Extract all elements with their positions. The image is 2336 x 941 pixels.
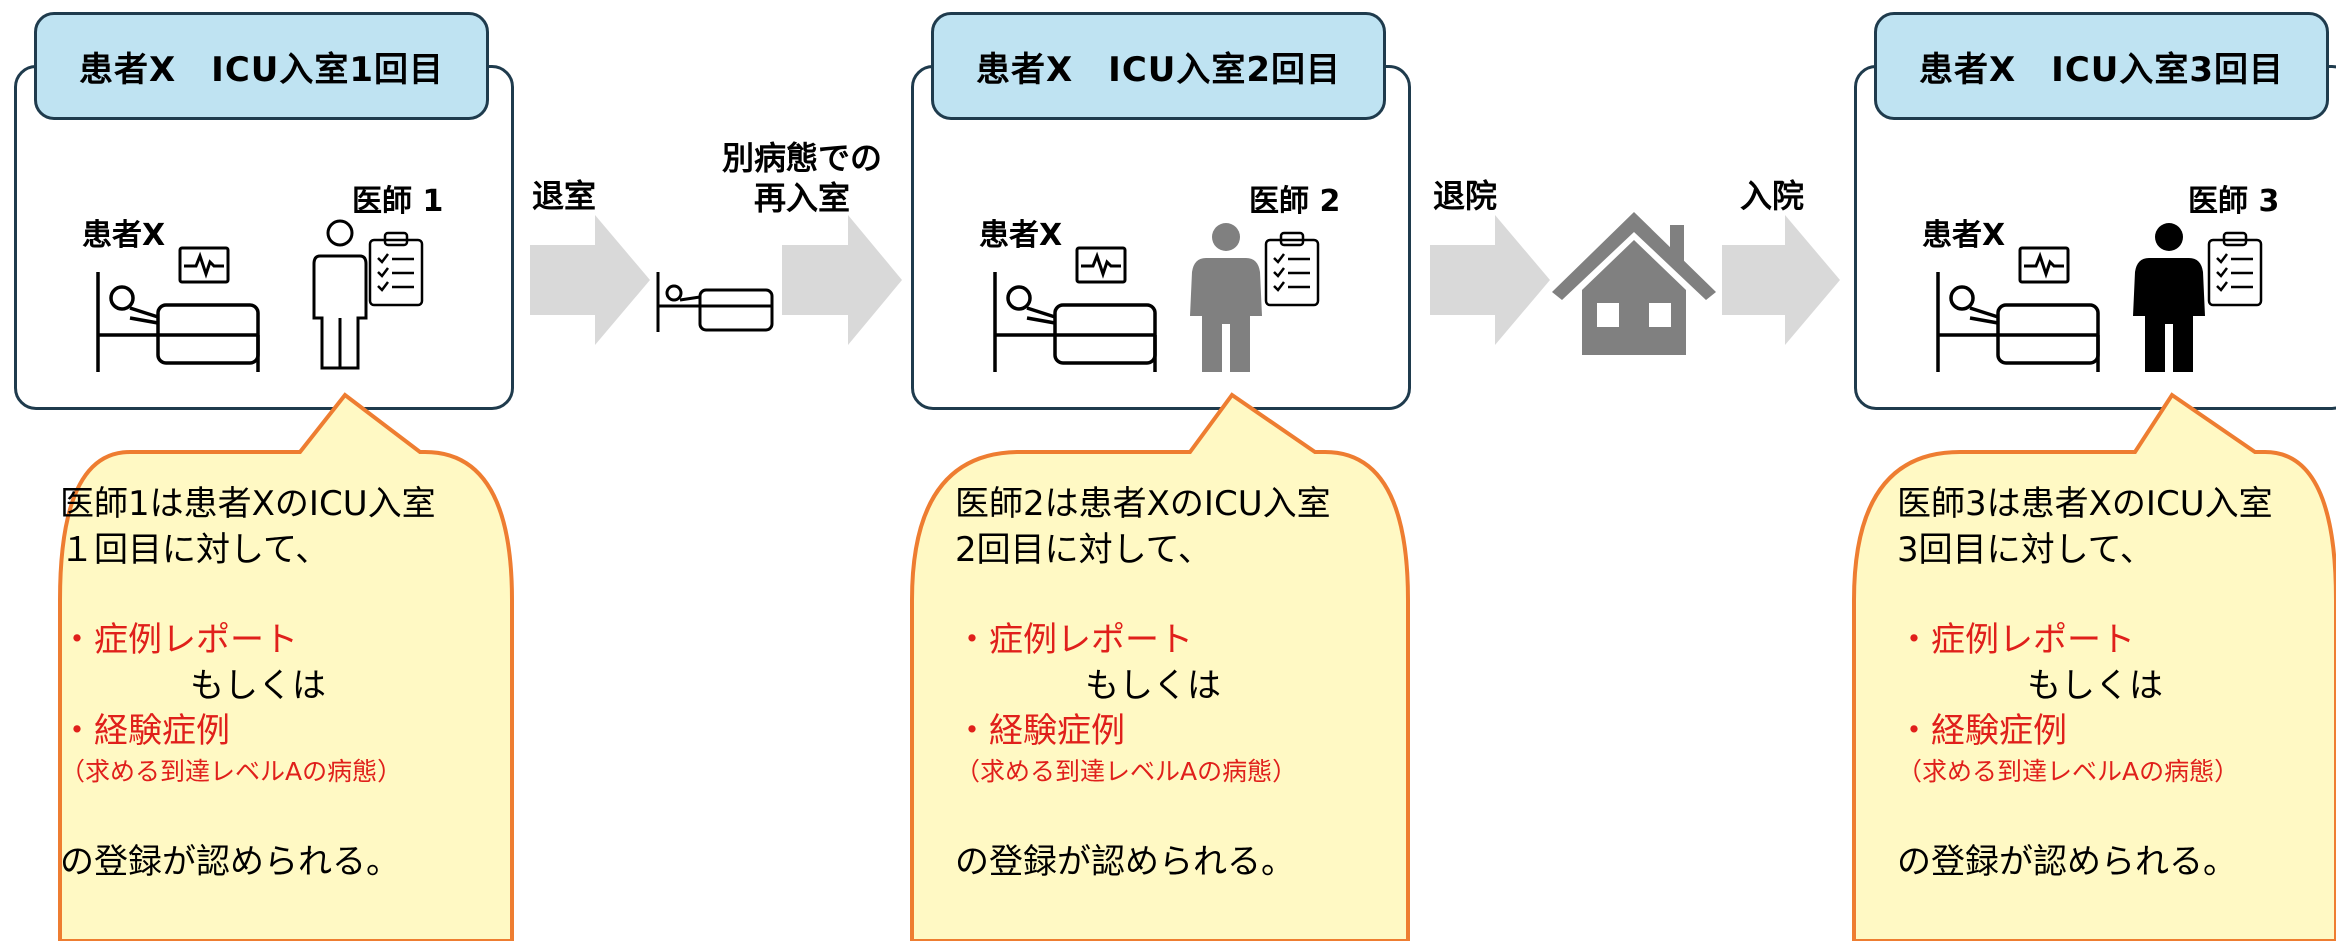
doctor-2-icon [1190, 223, 1262, 372]
arrow-readmission [782, 215, 902, 345]
callout-2-item-experienced-case: ・経験症例 [955, 711, 1125, 752]
callout-2-closing: の登録が認められる。 [955, 841, 1295, 882]
callout-3-note: （求める到達レベルAの病態） [1897, 756, 2240, 786]
doctor-1-icon [312, 219, 368, 370]
house-icon [1552, 212, 1716, 355]
callout-1-item-experienced-case: ・経験症例 [60, 711, 230, 752]
readmission-line-2: 再入室 [754, 179, 851, 217]
doctor-3-label: 医師 3 [2188, 184, 2280, 219]
icu-admission-1-title: 患者X ICU入室1回目 [34, 12, 489, 120]
clipboard-1-icon [368, 231, 424, 307]
patient-3-label: 患者X [1922, 218, 2006, 253]
callout-2-line2: 2回目に対して、 [955, 529, 1212, 570]
icu-admission-3-title: 患者X ICU入室3回目 [1874, 12, 2329, 120]
admit-hospital-label: 入院 [1740, 177, 1805, 215]
callout-2-spacer [955, 573, 1331, 618]
patient-2-label: 患者X [979, 218, 1063, 253]
doctor-1-label: 医師 1 [352, 184, 444, 219]
arrow-admit-hospital [1722, 215, 1840, 345]
callout-3-item-case-report: ・症例レポート [1897, 620, 2135, 661]
icu-admission-2-title: 患者X ICU入室2回目 [931, 12, 1386, 120]
callout-2-bubble [910, 392, 1410, 941]
readmission-line-1: 別病態での [722, 139, 883, 177]
readmission-label: 別病態での 再入室 [722, 138, 882, 218]
heart-monitor-1-icon [178, 246, 230, 284]
clipboard-3-icon [2207, 231, 2263, 307]
callout-3-spacer-2 [1897, 795, 2273, 840]
arrow-discharge-hospital [1430, 215, 1550, 345]
discharge-room-label: 退室 [532, 177, 597, 215]
callout-1-spacer-2 [60, 795, 436, 840]
callout-1-line1: 医師1は患者XのICU入室 [60, 484, 436, 524]
callout-1-text: 医師1は患者XのICU入室 １回目に対して、 ・症例レポート もしくは ・経験症… [60, 482, 436, 885]
callout-2-line1: 医師2は患者XのICU入室 [955, 484, 1331, 524]
callout-3-line1: 医師3は患者XのICU入室 [1897, 484, 2273, 524]
icu-admission-2-panel [911, 65, 1411, 410]
doctor-2-label: 医師 2 [1249, 184, 1341, 219]
callout-1-closing: の登録が認められる。 [60, 841, 400, 882]
callout-2-text: 医師2は患者XのICU入室 2回目に対して、 ・症例レポート もしくは ・経験症… [955, 482, 1331, 885]
heart-monitor-2-icon [1075, 246, 1127, 284]
callout-3-or: もしくは [2027, 665, 2163, 706]
callout-3-bubble [1852, 392, 2336, 941]
doctor-3-icon [2133, 223, 2205, 372]
arrow-discharge-room [530, 215, 650, 345]
callout-3-closing: の登録が認められる。 [1897, 841, 2237, 882]
callout-1-spacer [60, 573, 436, 618]
patient-bed-2-icon [993, 272, 1157, 372]
callout-1-line2: １回目に対して、 [60, 529, 330, 570]
callout-1-bubble [58, 392, 514, 941]
heart-monitor-3-icon [2018, 246, 2070, 284]
patient-bed-3-icon [1936, 272, 2100, 372]
callout-2-note: （求める到達レベルAの病態） [955, 756, 1298, 786]
callout-1-item-case-report: ・症例レポート [60, 620, 298, 661]
callout-1-or: もしくは [190, 665, 326, 706]
callout-1-note: （求める到達レベルAの病態） [60, 756, 403, 786]
clipboard-2-icon [1264, 231, 1320, 307]
discharge-hospital-label: 退院 [1433, 177, 1498, 215]
callout-3-spacer [1897, 573, 2273, 618]
callout-2-or: もしくは [1085, 665, 1221, 706]
callout-2-spacer-2 [955, 795, 1331, 840]
icu-admission-3-panel [1854, 65, 2336, 410]
callout-3-line2: 3回目に対して、 [1897, 529, 2154, 570]
callout-3-item-experienced-case: ・経験症例 [1897, 711, 2067, 752]
patient-bed-1-icon [96, 272, 260, 372]
patient-1-label: 患者X [82, 218, 166, 253]
callout-3-text: 医師3は患者XのICU入室 3回目に対して、 ・症例レポート もしくは ・経験症… [1897, 482, 2273, 885]
callout-2-item-case-report: ・症例レポート [955, 620, 1193, 661]
bed-icon [656, 272, 774, 332]
